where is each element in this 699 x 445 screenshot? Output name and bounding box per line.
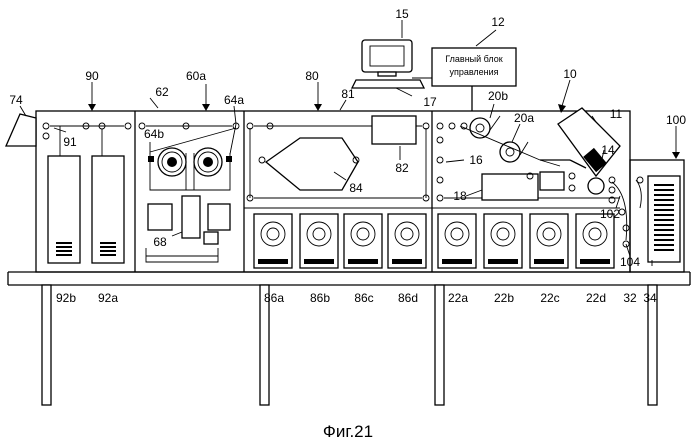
label-86c: 86c	[354, 291, 373, 305]
tank-86d	[388, 214, 426, 268]
roller-20b	[470, 118, 490, 138]
label-64a: 64a	[224, 93, 244, 107]
label-104: 104	[620, 255, 640, 269]
label-64b: 64b	[144, 127, 164, 141]
block-82	[372, 116, 416, 144]
label-80: 80	[305, 69, 319, 83]
label-22a: 22a	[448, 291, 468, 305]
block-18	[482, 174, 538, 200]
label-92a: 92a	[98, 291, 118, 305]
roller-20a	[500, 142, 520, 162]
section-80	[247, 116, 429, 201]
label-10: 10	[563, 67, 577, 81]
label-22d: 22d	[586, 291, 606, 305]
tank-86b	[300, 214, 338, 268]
label-90: 90	[85, 69, 99, 83]
tank-86a	[254, 214, 292, 268]
figure-caption: Фиг.21	[323, 422, 373, 441]
label-34: 34	[643, 291, 657, 305]
label-86b: 86b	[310, 291, 330, 305]
exit-tray	[6, 114, 36, 146]
label-12: 12	[491, 15, 505, 29]
label-20b: 20b	[488, 89, 508, 103]
label-86d: 86d	[398, 291, 418, 305]
label-91: 91	[63, 135, 77, 149]
label-100: 100	[666, 113, 686, 127]
label-92b: 92b	[56, 291, 76, 305]
label-81: 81	[341, 87, 355, 101]
label-86a: 86a	[264, 291, 284, 305]
label-22b: 22b	[494, 291, 514, 305]
label-32: 32	[623, 291, 637, 305]
tank-86c	[344, 214, 382, 268]
drying-section-84	[266, 138, 358, 190]
film-roll-64b	[148, 148, 194, 190]
label-60a: 60a	[186, 69, 206, 83]
label-84: 84	[349, 181, 363, 195]
label-17: 17	[423, 95, 437, 109]
label-74: 74	[9, 93, 23, 107]
control-unit-line2: управления	[449, 67, 498, 77]
tank-row	[254, 214, 614, 268]
label-16: 16	[469, 153, 483, 167]
label-15: 15	[395, 7, 409, 21]
tank-22a	[438, 214, 476, 268]
label-20a: 20a	[514, 111, 534, 125]
label-14: 14	[601, 143, 615, 157]
main-control-unit: Главный блок управления	[432, 48, 516, 86]
tank-22d	[576, 214, 614, 268]
label-82: 82	[395, 161, 409, 175]
label-18: 18	[453, 189, 467, 203]
section-90	[43, 123, 131, 263]
label-102: 102	[600, 207, 620, 221]
control-unit-line1: Главный блок	[445, 54, 502, 64]
label-68: 68	[153, 235, 167, 249]
label-11: 11	[610, 107, 623, 121]
label-22c: 22c	[540, 291, 559, 305]
tank-22b	[484, 214, 522, 268]
label-62: 62	[155, 85, 169, 99]
tank-22c	[530, 214, 568, 268]
film-roll-64a	[186, 148, 232, 190]
computer-terminal	[352, 40, 424, 88]
